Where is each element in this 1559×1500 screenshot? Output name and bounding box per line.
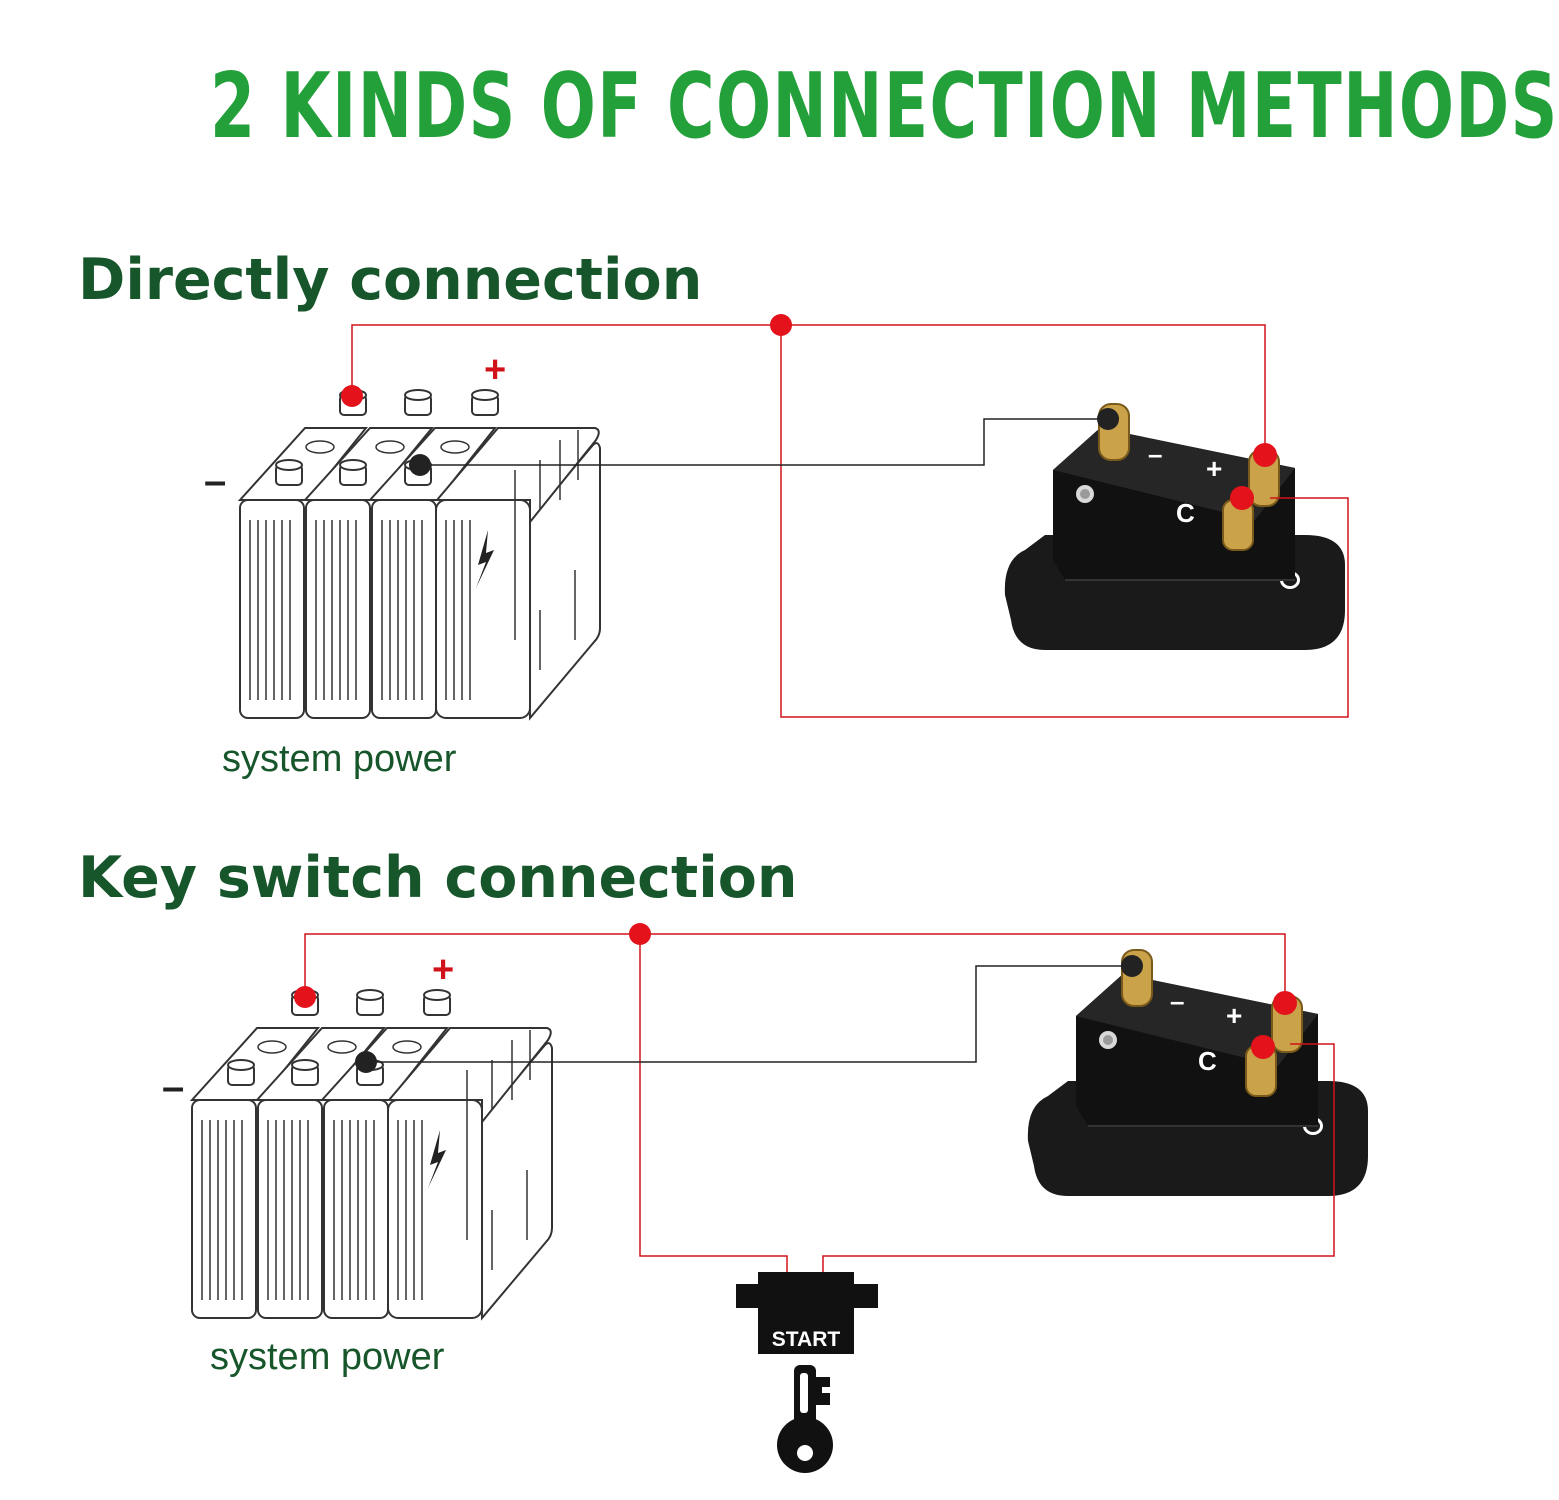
meter-negative-node [1121, 955, 1143, 977]
meter-positive-node [1253, 443, 1277, 467]
meter-c-node [1251, 1035, 1275, 1059]
direct-connection-diagram: + – – + C [204, 314, 1349, 719]
meter-minus-label: – [1148, 439, 1162, 469]
meter-c-label: C [1198, 1046, 1217, 1076]
key-switch-label: START [772, 1328, 841, 1351]
meter-negative-node [1097, 408, 1119, 430]
meter-plus-label: + [1206, 453, 1222, 484]
meter-c-node [1230, 486, 1254, 510]
battery-negative-node [409, 454, 431, 476]
meter-positive-node [1273, 991, 1297, 1015]
switch-output-wire [822, 1043, 1335, 1272]
switch-input-wire [639, 934, 788, 1272]
battery-caption-direct: system power [222, 738, 457, 780]
negative-wire [366, 965, 1132, 1063]
hour-meter-icon [1003, 403, 1346, 651]
positive-wire [351, 324, 1266, 455]
key-switch-connection-heading: Key switch connection [78, 845, 798, 911]
meter-plus-label: + [1226, 1000, 1242, 1031]
battery-minus-label: – [162, 1065, 184, 1109]
battery-caption-key: system power [210, 1336, 445, 1378]
positive-wire [304, 933, 1286, 1003]
battery-plus-label: + [432, 949, 454, 991]
wiring-diagram: + – – + C + – – + C [162, 314, 1369, 1473]
battery-pack-icon [239, 389, 601, 719]
battery-positive-node [341, 385, 363, 407]
battery-pack-icon [191, 989, 553, 1319]
battery-minus-label: – [204, 459, 226, 503]
wire-junction-node [629, 923, 651, 945]
key-switch-connection-diagram: + – – + C START [162, 923, 1369, 1473]
battery-negative-node [355, 1051, 377, 1073]
wire-junction-node [770, 314, 792, 336]
direct-connection-heading: Directly connection [78, 247, 703, 313]
battery-positive-node [294, 986, 316, 1008]
meter-minus-label: – [1170, 986, 1184, 1016]
negative-wire [420, 418, 1108, 466]
meter-c-label: C [1176, 498, 1195, 528]
c-terminal-wire [780, 325, 1349, 718]
key-icon [777, 1365, 833, 1473]
battery-plus-label: + [484, 349, 506, 391]
